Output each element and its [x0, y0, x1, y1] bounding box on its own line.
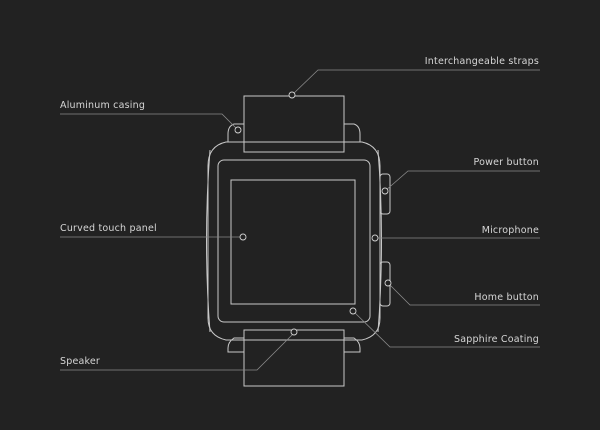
bottom-strap: [243, 329, 345, 387]
watch-illustration: [206, 95, 391, 387]
label-aluminum-casing: Aluminum casing: [60, 100, 145, 111]
label-power-button: Power button: [474, 157, 539, 168]
anchor-dot: [239, 233, 247, 241]
anchor-dot: [384, 279, 392, 287]
bottom-left-lug: [227, 337, 244, 353]
callout-casing: Aluminum casing: [60, 100, 242, 134]
top-strap: [243, 95, 345, 153]
anchor-dot: [349, 307, 357, 315]
anchor-dot: [288, 91, 296, 99]
case-inner-edge-right: [377, 149, 382, 333]
anchor-dot: [371, 234, 379, 242]
callout-touch: Curved touch panel: [60, 223, 247, 241]
callout-power: Power button: [381, 157, 540, 195]
callout-home: Home button: [384, 279, 540, 306]
label-interchangeable-straps: Interchangeable straps: [425, 56, 539, 67]
top-left-lug: [227, 123, 244, 143]
anchor-dot: [381, 187, 389, 195]
callout-sapphire: Sapphire Coating: [349, 307, 540, 348]
display-screen: [230, 179, 356, 305]
callout-straps: Interchangeable straps: [288, 56, 540, 99]
label-sapphire-coating: Sapphire Coating: [454, 334, 539, 345]
bottom-right-lug: [344, 337, 361, 353]
front-glass: [217, 159, 371, 323]
case-inner-edge: [206, 149, 211, 333]
callout-microphone: Microphone: [371, 225, 540, 242]
label-curved-touch-panel: Curved touch panel: [60, 223, 157, 234]
anchor-dot: [234, 126, 242, 134]
label-speaker: Speaker: [60, 356, 100, 367]
label-microphone: Microphone: [482, 225, 539, 236]
power-button: [379, 173, 391, 215]
top-right-lug: [344, 123, 361, 143]
anchor-dot: [290, 328, 298, 336]
callout-speaker: Speaker: [60, 328, 298, 371]
label-home-button: Home button: [474, 292, 539, 303]
